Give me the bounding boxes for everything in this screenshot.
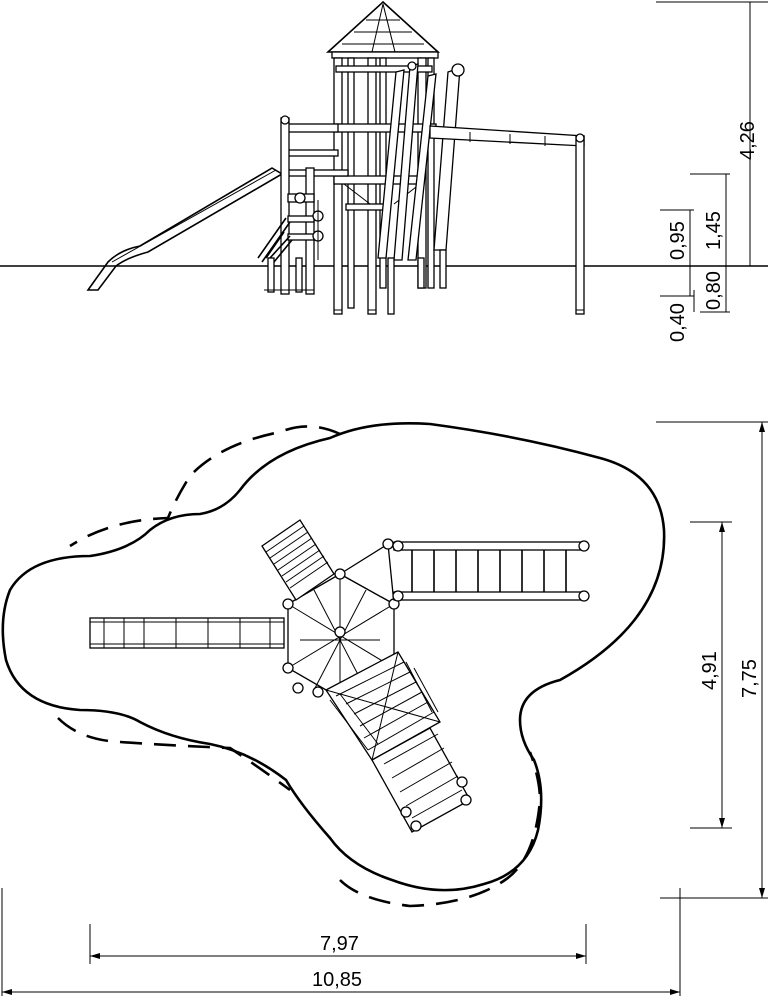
low-tower xyxy=(257,115,324,295)
dim-equipment-width: 7,97 xyxy=(320,933,359,955)
dim-platform-low: 0,95 xyxy=(667,221,689,260)
tower-roof-plan xyxy=(325,651,441,761)
dim-equipment-depth: 4,91 xyxy=(699,651,721,690)
dim-footing-depth: 0,80 xyxy=(703,271,725,310)
plan-view: 7,75 4,91 7,97 10,85 xyxy=(1,421,768,996)
slide-elevation xyxy=(86,167,284,291)
dashed-outline xyxy=(57,425,542,908)
plan-dimensions xyxy=(1,421,768,996)
dim-footing-small: 0,40 xyxy=(667,303,689,342)
elevation-dimensions xyxy=(656,1,768,313)
horizontal-ladder xyxy=(429,125,585,315)
dim-safety-depth: 7,75 xyxy=(739,659,761,698)
dim-platform-high: 1,45 xyxy=(703,211,725,250)
stairs-plan xyxy=(261,519,335,601)
slide-plan xyxy=(89,617,285,649)
climbing-ladder-plan xyxy=(371,727,472,833)
climbing-poles xyxy=(377,61,465,315)
ladder-plan xyxy=(392,540,590,602)
central-platform xyxy=(282,538,400,699)
side-elevation: 4,26 1,45 0,95 0,80 0,40 xyxy=(0,0,768,342)
dim-safety-width: 10,85 xyxy=(312,969,362,991)
dim-total-height: 4,26 xyxy=(737,121,759,160)
tower-roof xyxy=(325,0,441,59)
safety-area xyxy=(1,421,666,892)
